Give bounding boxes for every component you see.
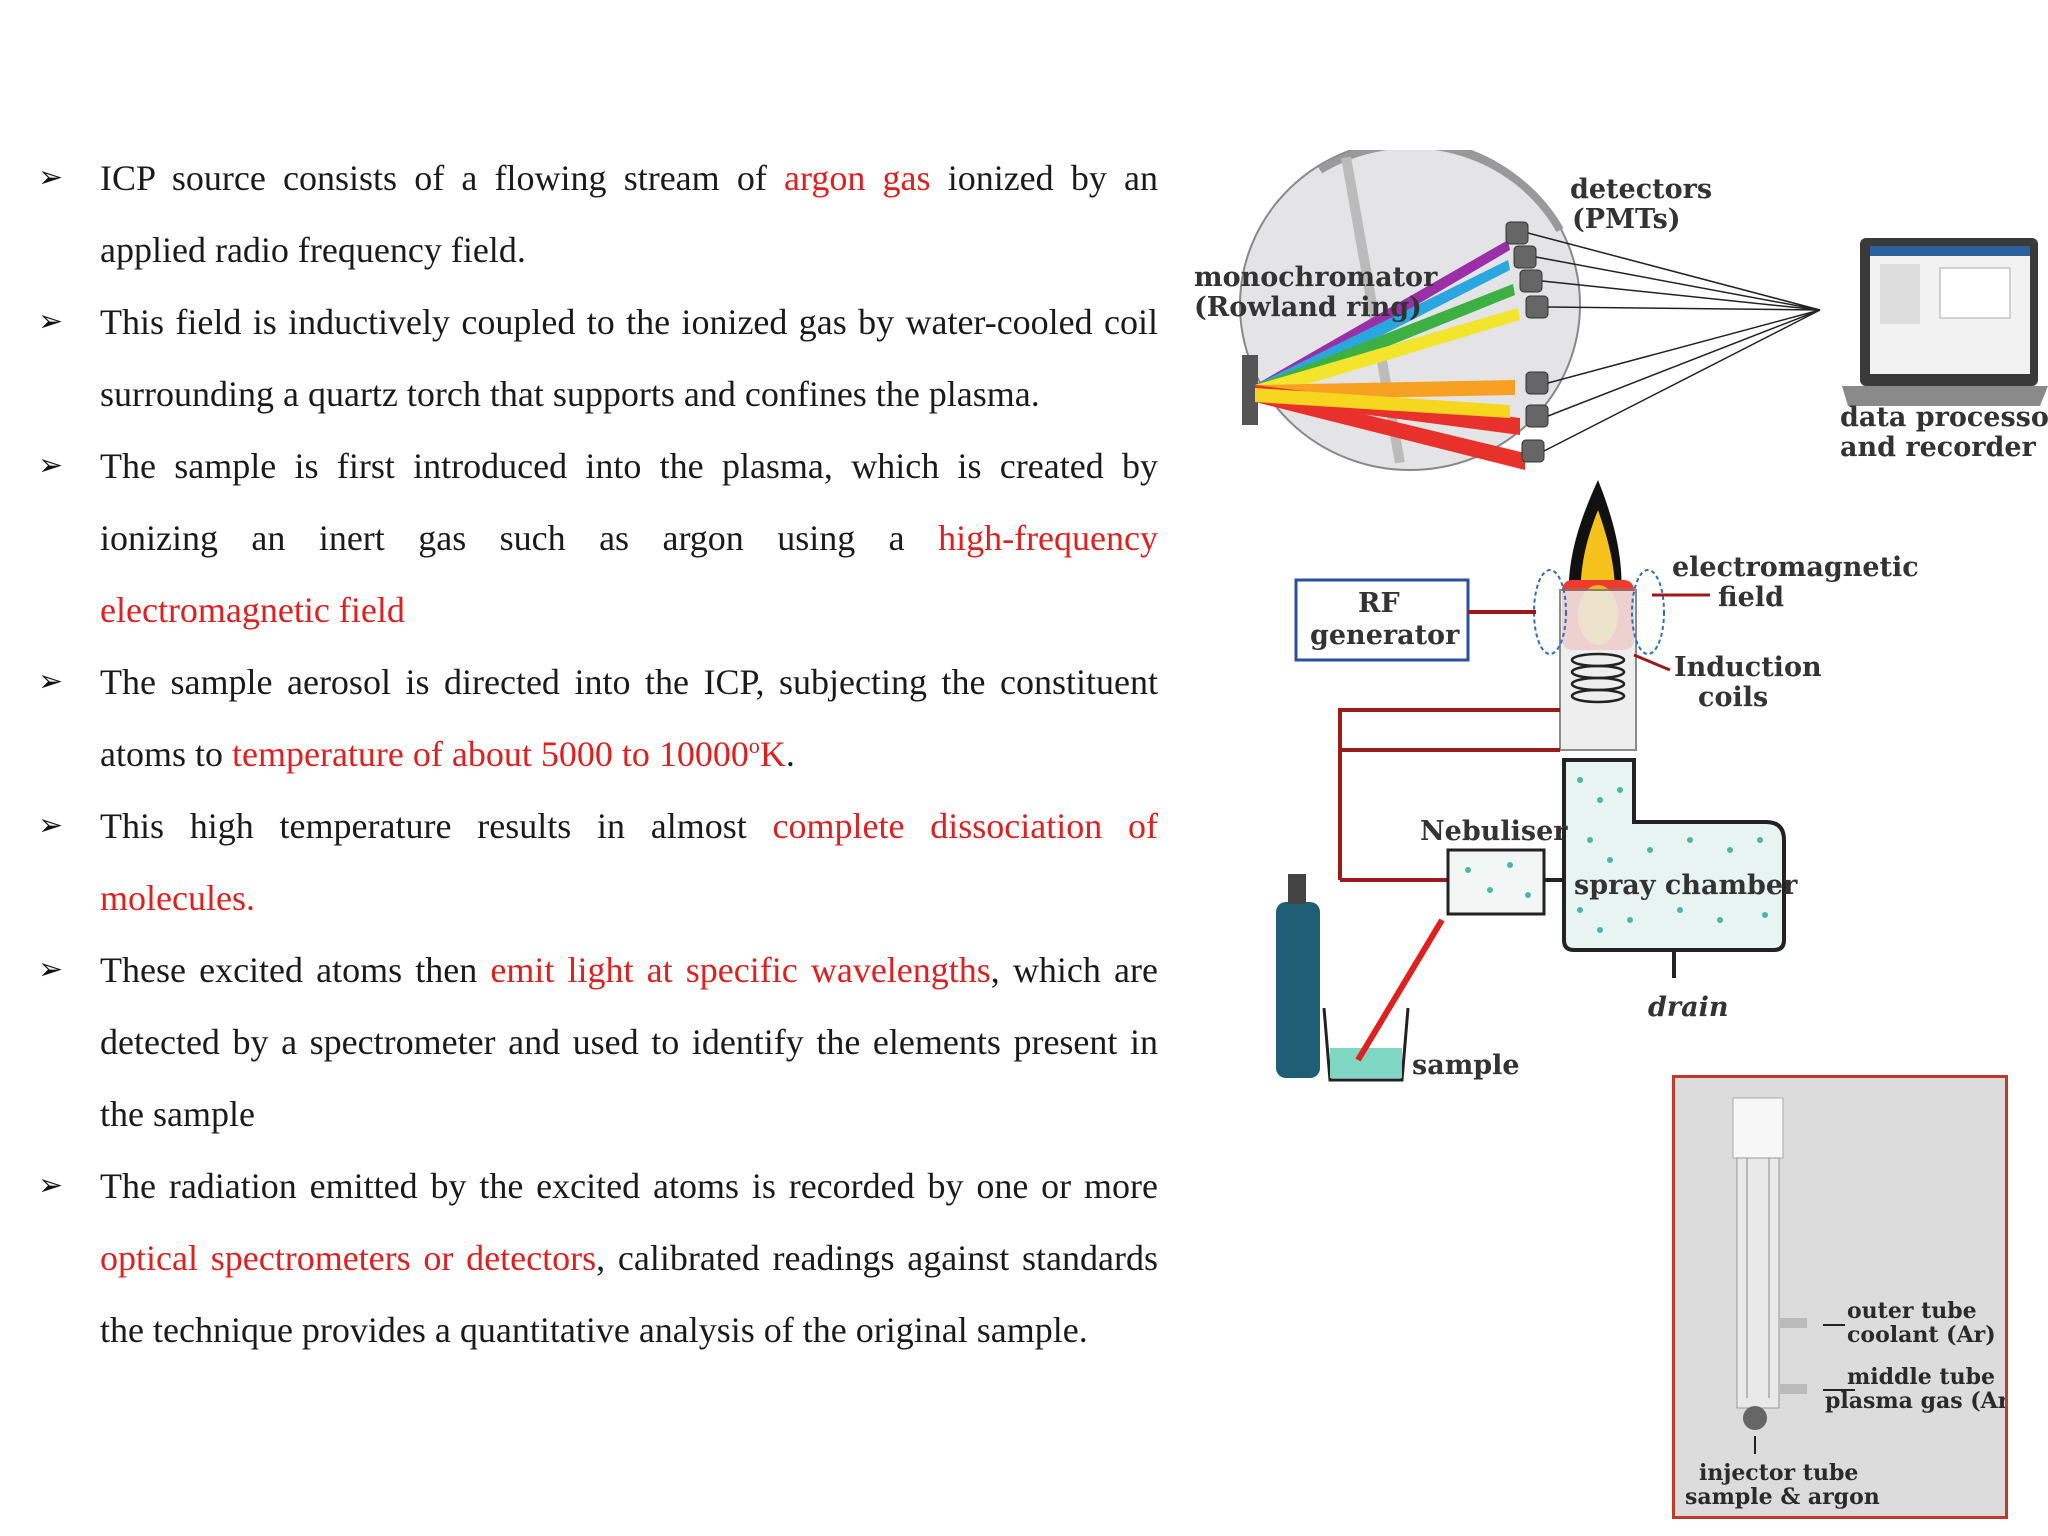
monochromator-label: monochromator	[1194, 262, 1438, 293]
body-text: .	[785, 734, 795, 774]
bullet-arrow-icon: ➢	[38, 952, 64, 987]
bullet-text: These excited atoms then emit light at s…	[100, 934, 1158, 1150]
induction-label: Induction	[1674, 652, 1822, 683]
bullet-arrow-icon: ➢	[38, 1168, 64, 1203]
cylinder-valve	[1288, 874, 1306, 904]
bullet-arrow-icon: ➢	[38, 160, 64, 195]
bullet-item: ➢ The radiation emitted by the excited at…	[38, 1150, 1158, 1366]
rf-label: RF	[1358, 588, 1400, 619]
middle-tube-label: middle tube	[1847, 1364, 1995, 1390]
body-text: The radiation emitted by the excited ato…	[100, 1166, 1158, 1206]
bullet-arrow-icon: ➢	[38, 304, 64, 339]
em-field-icon	[1533, 569, 1665, 655]
pmt-detectors	[1505, 221, 1549, 463]
bullet-item: ➢ The sample aerosol is directed into the…	[38, 646, 1158, 790]
injector-tube-label: injector tube	[1699, 1460, 1858, 1486]
bullet-text: This high temperature results in almost …	[100, 790, 1158, 934]
sample-liquid	[1330, 1048, 1402, 1078]
highlight-text: argon gas	[784, 158, 931, 198]
highlight-text: temperature of about 5000 to 10000	[232, 734, 749, 774]
bullet-arrow-icon: ➢	[38, 808, 64, 843]
highlight-text: emit light at specific wavelengths	[490, 950, 991, 990]
torch-inset: outer tube coolant (Ar) middle tube plas…	[1672, 1075, 2020, 1519]
body-text: These excited atoms then	[100, 950, 491, 990]
rf-generator-box	[1294, 578, 1470, 662]
laptop-icon	[1842, 238, 2048, 406]
induction-sublabel: coils	[1698, 682, 1768, 713]
em-field-label: electromagnetic	[1672, 552, 1919, 583]
argon-gas-lines	[1338, 708, 1560, 882]
middle-tube-sublabel: plasma gas (Ar)	[1825, 1388, 2005, 1414]
quartz-torch	[1559, 589, 1637, 751]
outer-tube-sublabel: coolant (Ar)	[1847, 1322, 1996, 1348]
data-processor-label: data processor	[1840, 402, 2048, 433]
sample-beaker	[1322, 1007, 1410, 1082]
body-text: , which are detected by a spectrometer a…	[100, 950, 1158, 1134]
bullet-item: ➢ The sample is first introduced into the…	[38, 430, 1158, 646]
bullet-list: ➢ ICP source consists of a flowing stream…	[38, 142, 1158, 1366]
nebuliser-label: Nebuliser	[1420, 816, 1568, 847]
bullet-arrow-icon: ➢	[38, 448, 64, 483]
rowland-arc	[1317, 150, 1564, 232]
body-text: ICP source consists of a flowing stream …	[100, 158, 785, 198]
highlight-text: high-frequency electromagnetic field	[100, 518, 1158, 630]
detectors-label: detectors	[1570, 174, 1712, 205]
torch-inset-drawing: outer tube coolant (Ar) middle tube plas…	[1685, 1097, 2020, 1510]
spray-chamber-label: spray chamber	[1574, 870, 1798, 901]
aerosol-droplets	[1577, 777, 1768, 933]
bullet-item: ➢ These excited atoms then emit light at …	[38, 934, 1158, 1150]
bullet-item: ➢ This field is inductively coupled to th…	[38, 286, 1158, 430]
body-text: This high temperature results in almost	[100, 806, 773, 846]
spray-chamber	[1562, 758, 1786, 952]
highlight-text: K	[759, 734, 786, 774]
bullet-text: The sample aerosol is directed into the …	[100, 646, 1158, 790]
monochromator-sublabel: (Rowland ring)	[1194, 292, 1422, 323]
body-text: The sample aerosol is directed into the …	[100, 662, 1158, 774]
body-text: This field is inductively coupled to the…	[100, 302, 1158, 414]
highlight-text: complete dissociation of molecules.	[100, 806, 1158, 918]
nebuliser-box	[1446, 848, 1546, 916]
highlight-text: o	[748, 733, 760, 758]
induction-pointer	[1633, 653, 1671, 672]
data-processor-sublabel: and recorder	[1840, 432, 2037, 463]
sample-tube	[1355, 918, 1445, 1062]
entrance-slit	[1242, 355, 1258, 425]
rf-sublabel: generator	[1310, 620, 1460, 651]
bullet-item: ➢ ICP source consists of a flowing stream…	[38, 142, 1158, 286]
induction-coil	[1570, 652, 1626, 704]
argon-cylinder	[1276, 902, 1320, 1078]
body-text: ionized by an applied radio frequency fi…	[100, 158, 1158, 270]
bullet-text: This field is inductively coupled to the…	[100, 286, 1158, 430]
highlight-text: optical spectrometers or detectors	[100, 1238, 597, 1278]
bullet-item: ➢ This high temperature results in almost…	[38, 790, 1158, 934]
drain-label: drain	[1648, 992, 1729, 1023]
injector-tube-sublabel: sample & argon	[1685, 1484, 1880, 1510]
body-text: The sample is first introduced into the …	[100, 446, 1158, 558]
bullet-text: The sample is first introduced into the …	[100, 430, 1158, 646]
sample-label: sample	[1412, 1050, 1520, 1081]
bullet-arrow-icon: ➢	[38, 664, 64, 699]
bullet-text: ICP source consists of a flowing stream …	[100, 142, 1158, 286]
em-field-sublabel: field	[1718, 582, 1784, 613]
outer-tube-label: outer tube	[1847, 1298, 1977, 1324]
detectors-sublabel: (PMTs)	[1572, 204, 1681, 235]
detector-wires	[1527, 232, 1821, 452]
icp-diagram: detectors (PMTs) monochromator (Rowland …	[1194, 150, 2048, 1082]
bullet-text: The radiation emitted by the excited ato…	[100, 1150, 1158, 1366]
body-text: , calibrated readings against standards …	[100, 1238, 1158, 1350]
spectrum-beams	[1255, 240, 1525, 470]
nebuliser-droplets	[1465, 862, 1531, 898]
